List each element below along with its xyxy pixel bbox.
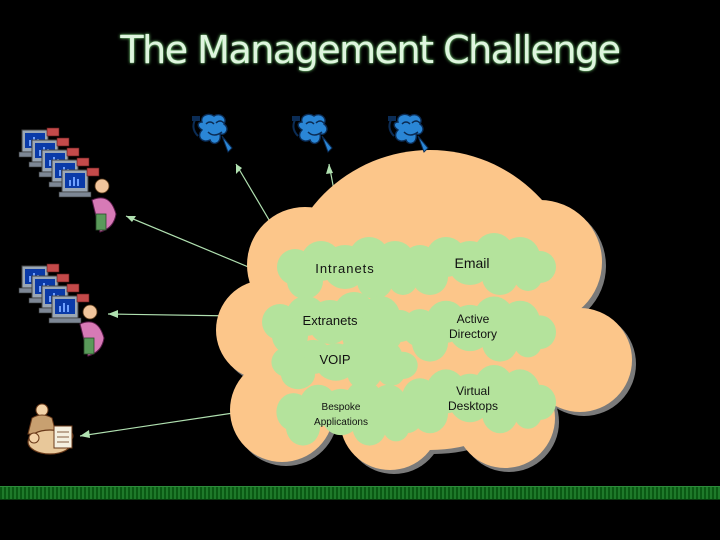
service-label-bespoke-applications: Bespoke Applications <box>300 400 382 430</box>
bespoke-line-2: Applications <box>300 415 382 430</box>
workstation-group-icon-bottom <box>19 264 104 356</box>
connector-office-bottom <box>108 314 236 316</box>
virtual-desktops-line-1: Virtual <box>430 384 516 399</box>
remote-user-icon-2 <box>292 114 332 152</box>
footer-bar <box>0 486 720 500</box>
slide-title: The Management Challenge <box>0 28 720 72</box>
service-label-extranets: Extranets <box>290 313 370 329</box>
bespoke-line-1: Bespoke <box>300 400 382 415</box>
active-directory-line-2: Directory <box>430 327 516 342</box>
service-label-email: Email <box>437 255 507 273</box>
service-label-active-directory: Active Directory <box>430 312 516 342</box>
remote-user-icon-1 <box>192 114 232 152</box>
arrowhead-meeting <box>80 430 90 438</box>
workstation-group-icon-top <box>19 128 116 232</box>
service-label-virtual-desktops: Virtual Desktops <box>430 384 516 414</box>
meeting-group-icon <box>28 404 73 454</box>
virtual-desktops-line-2: Desktops <box>430 399 516 414</box>
service-label-voip: VOIP <box>310 352 360 368</box>
remote-user-icon-3 <box>388 114 428 152</box>
arrowhead-remote-user-2 <box>326 164 333 174</box>
connector-meeting <box>80 412 240 436</box>
active-directory-line-1: Active <box>430 312 516 327</box>
service-label-intranets: Intranets <box>305 261 385 277</box>
arrowhead-office-bottom <box>108 310 118 318</box>
